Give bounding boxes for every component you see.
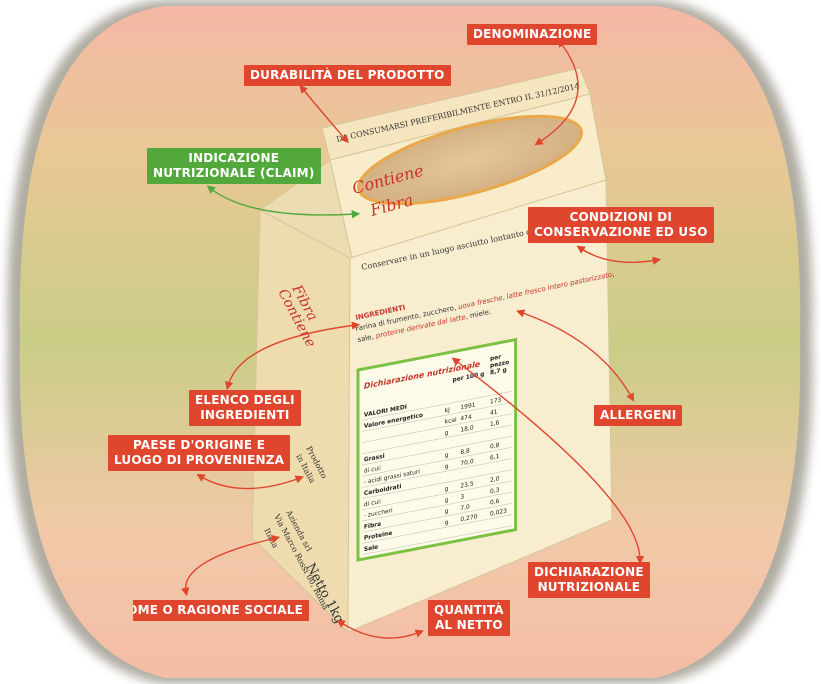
nutrition-cell-unit: g xyxy=(445,496,449,504)
label-durabilita: DURABILITÀ DEL PRODOTTO xyxy=(244,65,451,86)
label-dichiarazione-line1: DICHIARAZIONE xyxy=(534,565,644,580)
nutrition-cell-unit: g xyxy=(445,429,449,437)
label-ingredienti: ELENCO DEGLI INGREDIENTI xyxy=(189,390,301,426)
nutrition-cell-unit: g xyxy=(445,519,449,527)
label-claim-line2: NUTRIZIONALE (CLAIM) xyxy=(153,166,315,181)
label-claim-line1: INDICAZIONE xyxy=(153,151,315,166)
label-allergeni: ALLERGENI xyxy=(594,405,682,426)
label-ragione-sociale-text: NOME O RAGIONE SOCIALE xyxy=(133,603,303,617)
label-claim: INDICAZIONE NUTRIZIONALE (CLAIM) xyxy=(147,148,321,184)
nutrition-cell-unit: g xyxy=(445,508,449,516)
label-quantita: QUANTITÀ AL NETTO xyxy=(428,600,510,636)
label-denominazione: DENOMINAZIONE xyxy=(467,24,597,45)
label-origine: PAESE D'ORIGINE E LUOGO DI PROVENIENZA xyxy=(108,435,290,471)
nutrition-cell-unit: kJ xyxy=(445,406,450,414)
label-conservazione-line2: CONSERVAZIONE ED USO xyxy=(534,225,708,240)
nutrition-cell-unit: g xyxy=(445,463,449,471)
nutrition-cell-v100: 3 xyxy=(460,493,464,501)
label-dichiarazione-line2: NUTRIZIONALE xyxy=(534,580,644,595)
label-quantita-line1: QUANTITÀ xyxy=(434,603,504,618)
label-ingredienti-line1: ELENCO DEGLI xyxy=(195,393,295,408)
nutrition-cell-unit: g xyxy=(445,452,449,460)
label-dichiarazione: DICHIARAZIONE NUTRIZIONALE xyxy=(528,562,650,598)
nutrition-table: Dichiarazione nutrizionale per 100 g per… xyxy=(358,340,516,560)
label-origine-line1: PAESE D'ORIGINE E xyxy=(114,438,284,453)
nutrition-cell-unit: g xyxy=(445,485,449,493)
label-ragione-sociale: NOME O RAGIONE SOCIALE xyxy=(133,600,309,621)
label-quantita-line2: AL NETTO xyxy=(434,618,504,633)
label-conservazione: CONDIZIONI DI CONSERVAZIONE ED USO xyxy=(528,207,714,243)
label-conservazione-line1: CONDIZIONI DI xyxy=(534,210,708,225)
label-ingredienti-line2: INGREDIENTI xyxy=(195,408,295,423)
label-origine-line2: LUOGO DI PROVENIENZA xyxy=(114,453,284,468)
nutrition-cell-vpiece: 41 xyxy=(490,408,498,416)
